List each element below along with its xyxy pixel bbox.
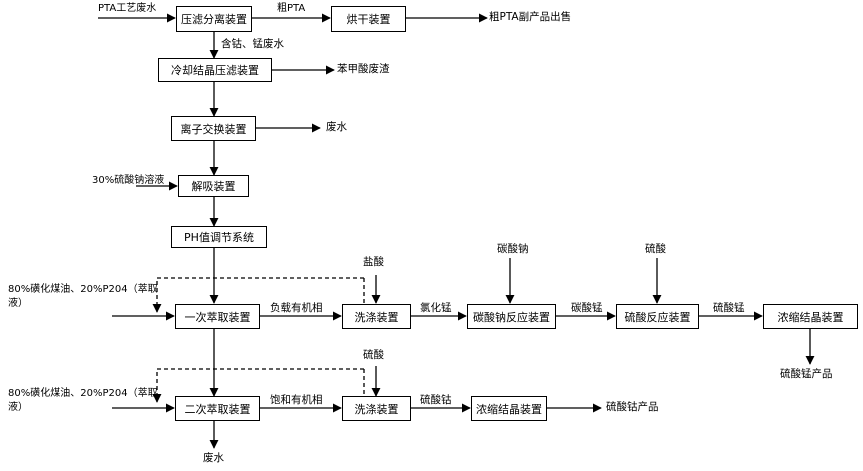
sulfuric-acid-2-label: 硫酸 [363, 349, 384, 361]
co-sulfate-label: 硫酸钴 [420, 394, 452, 406]
recycle-line-1 [152, 277, 364, 313]
secondary-extraction-label: 二次萃取装置 [184, 402, 251, 416]
pta-waste-label: PTA工艺废水 [98, 3, 157, 14]
filter-separation-box: 压滤分离装置 [176, 6, 252, 32]
benzoic-residue-label: 苯甲酸废渣 [337, 63, 390, 75]
loaded-organic-label: 负载有机相 [270, 302, 323, 314]
extractant-2-label: 80%磺化煤油、20%P204（萃取液） [8, 388, 158, 413]
ion-exchange-label: 离子交换装置 [180, 122, 247, 136]
hcl-label: 盐酸 [363, 256, 384, 268]
mn-sulfate-product-label: 硫酸锰产品 [780, 368, 833, 380]
sulfuric-acid-reaction-box: 硫酸反应装置 [616, 304, 699, 329]
sodium-sulfate-label: 30%硫酸钠溶液 [92, 175, 165, 186]
ph-adjust-box: PH值调节系统 [171, 226, 267, 248]
dryer-label: 烘干装置 [346, 13, 391, 26]
washing-1-box: 洗涤装置 [342, 304, 411, 329]
ion-exchange-box: 离子交换装置 [171, 116, 256, 141]
filter-separation-label: 压滤分离装置 [181, 13, 247, 26]
waste-water-2-label: 废水 [203, 452, 224, 464]
sodium-carbonate-reaction-box: 碳酸钠反应装置 [467, 304, 556, 329]
concentration-crystallization-2-label: 浓缩结晶装置 [476, 402, 542, 416]
sulfuric-acid-1-label: 硫酸 [645, 243, 666, 255]
crude-pta-label: 粗PTA [277, 3, 306, 14]
mn-carbonate-label: 碳酸锰 [571, 302, 603, 314]
ph-adjust-label: PH值调节系统 [184, 231, 254, 244]
dryer-box: 烘干装置 [331, 6, 406, 32]
saturated-organic-label: 饱和有机相 [270, 394, 323, 406]
concentration-crystallization-1-box: 浓缩结晶装置 [763, 304, 858, 329]
primary-extraction-box: 一次萃取装置 [175, 304, 260, 329]
mn-chloride-label: 氯化锰 [420, 302, 452, 314]
washing-2-label: 洗涤装置 [354, 402, 399, 416]
extractant-1-label: 80%磺化煤油、20%P204（萃取液） [8, 284, 158, 309]
sodium-carbonate-label: 碳酸钠 [497, 243, 529, 255]
co-mn-waste-label: 含钴、锰废水 [221, 38, 284, 50]
crude-pta-product-label: 粗PTA副产品出售 [489, 11, 572, 23]
cooling-crystallization-box: 冷却结晶压滤装置 [158, 58, 272, 82]
sulfuric-acid-reaction-label: 硫酸反应装置 [624, 310, 691, 324]
washing-1-label: 洗涤装置 [354, 310, 399, 324]
waste-water-1-label: 废水 [326, 121, 347, 133]
sodium-carbonate-reaction-label: 碳酸钠反应装置 [473, 310, 550, 324]
desorption-box: 解吸装置 [178, 175, 249, 197]
concentration-crystallization-1-label: 浓缩结晶装置 [777, 310, 844, 324]
co-sulfate-product-label: 硫酸钴产品 [606, 401, 659, 413]
mn-sulfate-label: 硫酸锰 [713, 302, 745, 314]
desorption-label: 解吸装置 [191, 180, 236, 193]
recycle-line-2 [152, 368, 364, 403]
primary-extraction-label: 一次萃取装置 [184, 310, 251, 324]
concentration-crystallization-2-box: 浓缩结晶装置 [471, 396, 547, 421]
washing-2-box: 洗涤装置 [342, 396, 411, 421]
secondary-extraction-box: 二次萃取装置 [175, 396, 260, 421]
cooling-crystallization-label: 冷却结晶压滤装置 [171, 64, 259, 77]
